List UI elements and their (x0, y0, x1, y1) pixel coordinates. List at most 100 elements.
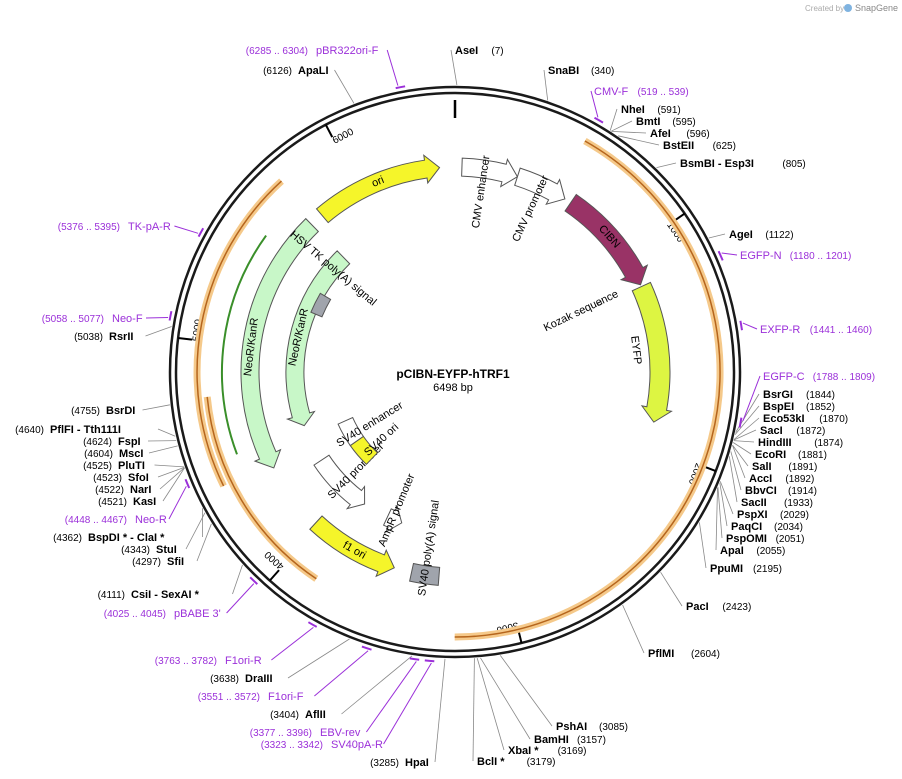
site-position: (1872) (796, 426, 825, 437)
site-name: PacI (686, 601, 709, 613)
site-leader-line (196, 523, 212, 562)
site-name: PshAI (556, 721, 587, 733)
site-position: (6126) (263, 66, 292, 77)
site-leader-line (450, 49, 458, 86)
restriction-site: NheI(591) (609, 104, 681, 131)
site-position: (596) (686, 129, 709, 140)
primer-leader-line (174, 225, 199, 234)
site-name: ApaI (720, 545, 744, 557)
restriction-site: BstEII(625) (618, 135, 736, 152)
feature-arrow (315, 154, 441, 224)
feature-arrow (461, 157, 519, 188)
primer: (5058 .. 5077)Neo-F (42, 310, 173, 325)
site-leader-line (142, 404, 170, 411)
orf-line-green (220, 235, 267, 455)
primer-leader-line (383, 662, 432, 745)
site-leader-line (287, 638, 350, 679)
site-position: (4624) (83, 437, 112, 448)
restriction-site: PspXI(2029) (719, 481, 809, 521)
site-position: (3179) (527, 757, 556, 768)
site-name: PflFI - Tth111I (50, 424, 121, 436)
primer-leader-line (168, 486, 187, 520)
site-name: BclI * (477, 756, 505, 768)
site-position: (3085) (599, 722, 628, 733)
site-name: KasI (133, 496, 156, 508)
primer-range: (3763 .. 3782) (155, 656, 217, 667)
site-name: ApaLI (298, 65, 329, 77)
site-position: (4297) (132, 557, 161, 568)
site-name: BmtI (636, 116, 660, 128)
restriction-site: (4111)CsiI - SexAI * (98, 564, 243, 601)
restriction-site: BsmBI - Esp3I(805) (656, 158, 806, 170)
site-name: BspEI (763, 401, 794, 413)
feature-arrow (631, 281, 673, 423)
site-name: FspI (118, 436, 141, 448)
site-position: (1122) (765, 230, 793, 241)
site-position: (2051) (776, 534, 805, 545)
site-name: PflMI (648, 648, 674, 660)
restriction-site: PspOMI(2051) (717, 486, 805, 545)
site-name: EcoRI (755, 449, 786, 461)
site-name: PspXI (737, 509, 768, 521)
primer: CMV-F(519 .. 539) (590, 86, 689, 124)
backbone-outer (168, 85, 742, 659)
plasmid-name: pCIBN-EYFP-hTRF1 (396, 367, 510, 381)
primer-name: F1ori-F (268, 691, 304, 703)
site-position: (1891) (788, 462, 817, 473)
tick-mark (324, 124, 334, 138)
site-name: BspDI * - ClaI * (88, 532, 165, 544)
restriction-site: (4755)BsrDI (71, 404, 170, 417)
feature-label: EYFP (628, 335, 643, 365)
primer-name: F1ori-R (225, 655, 262, 667)
site-leader-line (699, 522, 707, 569)
primer: (6285 .. 6304)pBR322ori-F (246, 45, 406, 90)
primer-mark (307, 621, 318, 628)
site-name: BsrDI (106, 405, 135, 417)
site-name: PaqCI (731, 521, 762, 533)
feature-arrow (337, 416, 365, 447)
primer-range: (4448 .. 4467) (65, 515, 127, 526)
restriction-site: (4522)NarI (95, 467, 185, 496)
restriction-site: (4604)MscI (84, 445, 178, 460)
site-name: SacI (760, 425, 783, 437)
orf-line (454, 140, 721, 638)
site-leader-line (543, 69, 549, 101)
site-leader-line (472, 658, 475, 762)
restriction-site: PacI(2423) (660, 571, 751, 613)
site-position: (591) (657, 105, 680, 116)
restriction-site: AccI(1892) (732, 445, 814, 485)
site-name: BbvCI (745, 485, 777, 497)
tick-mark (268, 569, 280, 582)
primer-range: (1788 .. 1809) (813, 372, 875, 383)
tick-label: 6000 (331, 126, 356, 146)
site-name: SfoI (128, 472, 149, 484)
site-leader-line (476, 657, 505, 751)
primer-range: (519 .. 539) (638, 87, 689, 98)
site-name: HindIII (758, 437, 792, 449)
restriction-site: (6126) ApaLI (263, 65, 355, 104)
site-position: (3157) (577, 735, 606, 746)
primer-leader-line (742, 322, 758, 330)
restriction-site: Eco53kI(1870) (733, 413, 848, 440)
site-leader-line (719, 482, 728, 527)
site-name: HpaI (405, 757, 429, 769)
primer-leader-line (742, 375, 761, 422)
primer: EXFP-R(1441 .. 1460) (739, 320, 872, 336)
restriction-site: (4297)SfiI (132, 523, 212, 568)
restriction-site: BamHI(3157) (480, 657, 606, 746)
site-leader-line (148, 445, 178, 454)
site-leader-line (341, 655, 413, 715)
site-name: CsiI - SexAI * (131, 589, 200, 601)
restriction-site: AfeI(596) (611, 128, 710, 140)
primer-range: (5058 .. 5077) (42, 314, 104, 325)
site-position: (4604) (84, 449, 113, 460)
site-leader-line (732, 442, 752, 455)
site-name: BsrGI (763, 389, 793, 401)
site-name: AflII (305, 709, 326, 721)
primer-mark (594, 116, 604, 124)
site-name: StuI (156, 544, 177, 556)
feature-label: AmpR promoter (376, 472, 417, 549)
restriction-site: (3404)AflII (270, 655, 413, 721)
snapgene-logo-icon (844, 4, 852, 12)
